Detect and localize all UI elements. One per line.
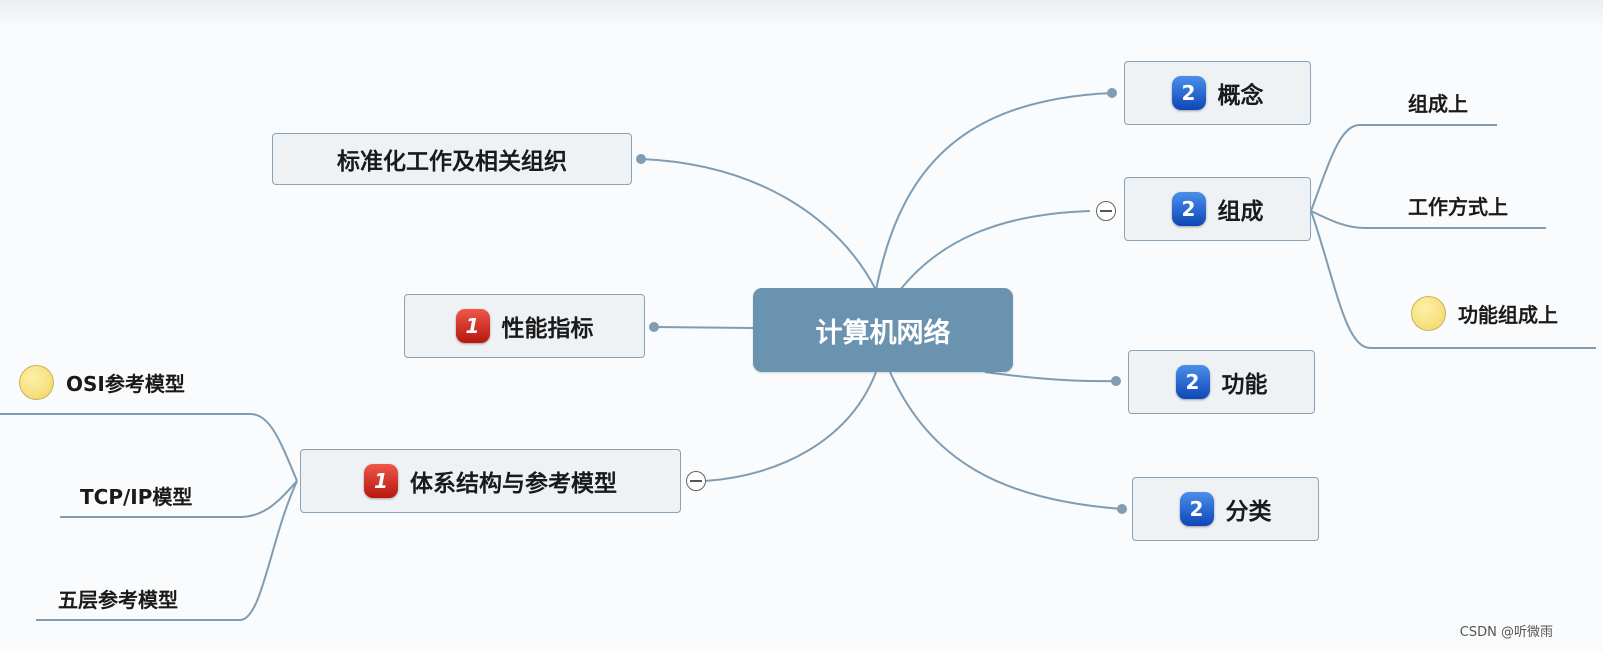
endpoint-dot xyxy=(1107,88,1117,98)
node-concept[interactable]: 2 概念 xyxy=(1124,61,1311,125)
priority-2-icon: 2 xyxy=(1179,492,1214,526)
collapse-toggle-composition[interactable] xyxy=(1096,201,1116,221)
link-comp-1 xyxy=(1310,124,1497,212)
endpoint-dot xyxy=(1111,376,1121,386)
collapse-toggle-architecture[interactable] xyxy=(686,471,706,491)
node-composition-label: 组成 xyxy=(1217,199,1264,225)
priority-1-icon: 1 xyxy=(455,309,490,343)
priority-2-icon: 2 xyxy=(1175,365,1210,399)
endpoint-dot xyxy=(636,154,646,164)
link-arch-2 xyxy=(60,480,298,518)
node-standards[interactable]: 标准化工作及相关组织 xyxy=(272,133,632,185)
leaf-composition-functional[interactable]: 功能组成上 xyxy=(1411,296,1558,331)
endpoint-dot xyxy=(1117,504,1127,514)
link-comp-2 xyxy=(1310,210,1546,229)
priority-1-icon: 1 xyxy=(364,464,398,498)
node-architecture[interactable]: 1 体系结构与参考模型 xyxy=(300,449,681,513)
link-performance xyxy=(653,326,754,329)
yellow-marker-icon xyxy=(19,365,54,400)
leaf-label: OSI参考模型 xyxy=(66,372,185,396)
node-function-label: 功能 xyxy=(1221,372,1268,398)
central-topic[interactable]: 计算机网络 xyxy=(753,288,1013,372)
link-concept xyxy=(875,92,1113,291)
leaf-five-layer-model[interactable]: 五层参考模型 xyxy=(58,584,178,613)
node-concept-label: 概念 xyxy=(1217,83,1264,109)
node-classification-label: 分类 xyxy=(1225,499,1272,525)
node-function[interactable]: 2 功能 xyxy=(1128,350,1315,414)
node-standards-label: 标准化工作及相关组织 xyxy=(337,149,567,175)
leaf-label: 功能组成上 xyxy=(1458,303,1558,327)
link-classification xyxy=(889,371,1123,510)
node-performance[interactable]: 1 性能指标 xyxy=(404,294,645,358)
priority-2-icon: 2 xyxy=(1171,76,1206,110)
link-composition xyxy=(899,210,1091,291)
node-performance-label: 性能指标 xyxy=(501,316,594,342)
link-comp-3 xyxy=(1310,210,1596,349)
link-arch-1 xyxy=(0,413,298,482)
leaf-osi-model[interactable]: OSI参考模型 xyxy=(19,365,185,400)
yellow-marker-icon xyxy=(1411,296,1446,331)
endpoint-dot xyxy=(649,322,659,332)
link-function xyxy=(984,371,1117,383)
node-architecture-label: 体系结构与参考模型 xyxy=(410,471,617,497)
node-composition[interactable]: 2 组成 xyxy=(1124,177,1311,241)
leaf-composition-working-mode[interactable]: 工作方式上 xyxy=(1408,191,1508,220)
leaf-composition-physical[interactable]: 组成上 xyxy=(1408,88,1468,117)
leaf-label: 五层参考模型 xyxy=(58,588,178,612)
top-bar xyxy=(0,0,1603,28)
link-standards xyxy=(640,158,877,291)
leaf-label: 组成上 xyxy=(1408,92,1468,116)
node-classification[interactable]: 2 分类 xyxy=(1132,477,1319,541)
central-topic-label: 计算机网络 xyxy=(815,317,951,349)
watermark: CSDN @听微雨 xyxy=(1459,625,1553,640)
link-architecture xyxy=(704,371,877,482)
leaf-tcpip-model[interactable]: TCP/IP模型 xyxy=(80,481,192,510)
leaf-label: 工作方式上 xyxy=(1408,195,1508,219)
priority-2-icon: 2 xyxy=(1171,192,1206,226)
leaf-label: TCP/IP模型 xyxy=(80,485,193,509)
link-arch-3 xyxy=(36,480,298,621)
